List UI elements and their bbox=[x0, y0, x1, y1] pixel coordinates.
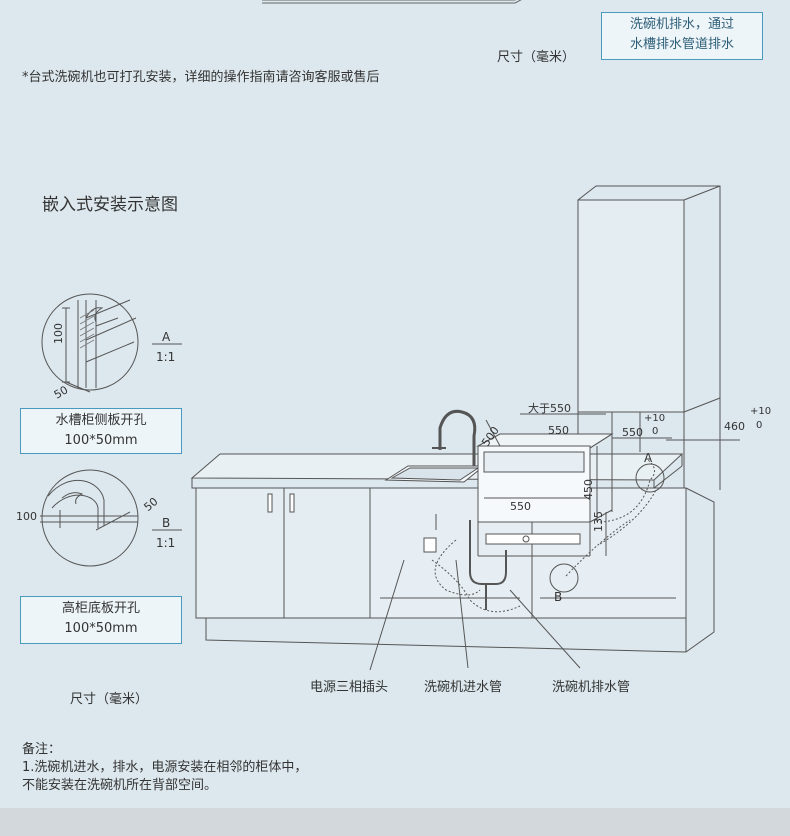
detail-b-dim-100: 100 bbox=[16, 510, 37, 523]
countertop-note: *台式洗碗机也可打孔安装，详细的操作指南请咨询客服或售后 bbox=[22, 70, 380, 85]
detail-a-caption-box: 水槽柜侧板开孔 100*50mm bbox=[20, 408, 182, 454]
dim-zero-a: 0 bbox=[652, 426, 659, 437]
drain-note-line1: 洗碗机排水，通过 bbox=[629, 17, 734, 32]
bottom-unit-label: 尺寸（毫米） bbox=[70, 692, 149, 707]
drain-note-box: 洗碗机排水，通过 水槽排水管道排水 bbox=[601, 12, 763, 60]
dim-550-side: 550 bbox=[622, 426, 643, 439]
top-unit-label: 尺寸（毫米） bbox=[497, 50, 576, 65]
top-cabinet-fragment bbox=[262, 0, 522, 4]
note-line1: 1.洗碗机进水，排水，电源安装在相邻的柜体中， bbox=[22, 760, 308, 775]
detail-a-caption-line1: 水槽柜侧板开孔 bbox=[55, 413, 147, 428]
dim-550-top: 550 bbox=[548, 424, 569, 437]
dim-greater-550: 大于550 bbox=[528, 402, 571, 415]
dim-135: 135 bbox=[592, 511, 605, 532]
dim-460: 460 bbox=[724, 420, 745, 433]
detail-b-caption-box: 高柜底板开孔 100*50mm bbox=[20, 596, 182, 644]
callout-drain-hose: 洗碗机排水管 bbox=[552, 680, 631, 695]
section-title: 嵌入式安装示意图 bbox=[42, 195, 178, 215]
circle-label-b: B bbox=[554, 590, 563, 604]
detail-a-caption-line2: 100*50mm bbox=[64, 433, 138, 448]
circle-label-a: A bbox=[644, 451, 653, 465]
drain-note-line2: 水槽排水管道排水 bbox=[629, 37, 734, 52]
dim-zero-b: 0 bbox=[756, 420, 763, 431]
dim-550-front: 550 bbox=[510, 500, 531, 513]
dim-450: 450 bbox=[582, 479, 595, 500]
footer-strip bbox=[0, 808, 790, 836]
dim-plus10-a: +10 bbox=[644, 413, 666, 424]
callout-power-plug: 电源三相插头 bbox=[310, 680, 389, 695]
callout-water-inlet: 洗碗机进水管 bbox=[424, 680, 503, 695]
dim-plus10-b: +10 bbox=[750, 406, 772, 417]
detail-b-scale: 1:1 bbox=[156, 536, 176, 550]
detail-a-scale: 1:1 bbox=[156, 350, 176, 364]
note-line2: 不能安装在洗碗机所在背部空间。 bbox=[22, 778, 218, 793]
detail-b-caption-line2: 100*50mm bbox=[64, 621, 138, 636]
note-title: 备注： bbox=[22, 742, 62, 757]
detail-b-caption-line1: 高柜底板开孔 bbox=[61, 601, 140, 616]
detail-b-label: B bbox=[162, 516, 171, 530]
detail-a-label: A bbox=[162, 330, 171, 344]
